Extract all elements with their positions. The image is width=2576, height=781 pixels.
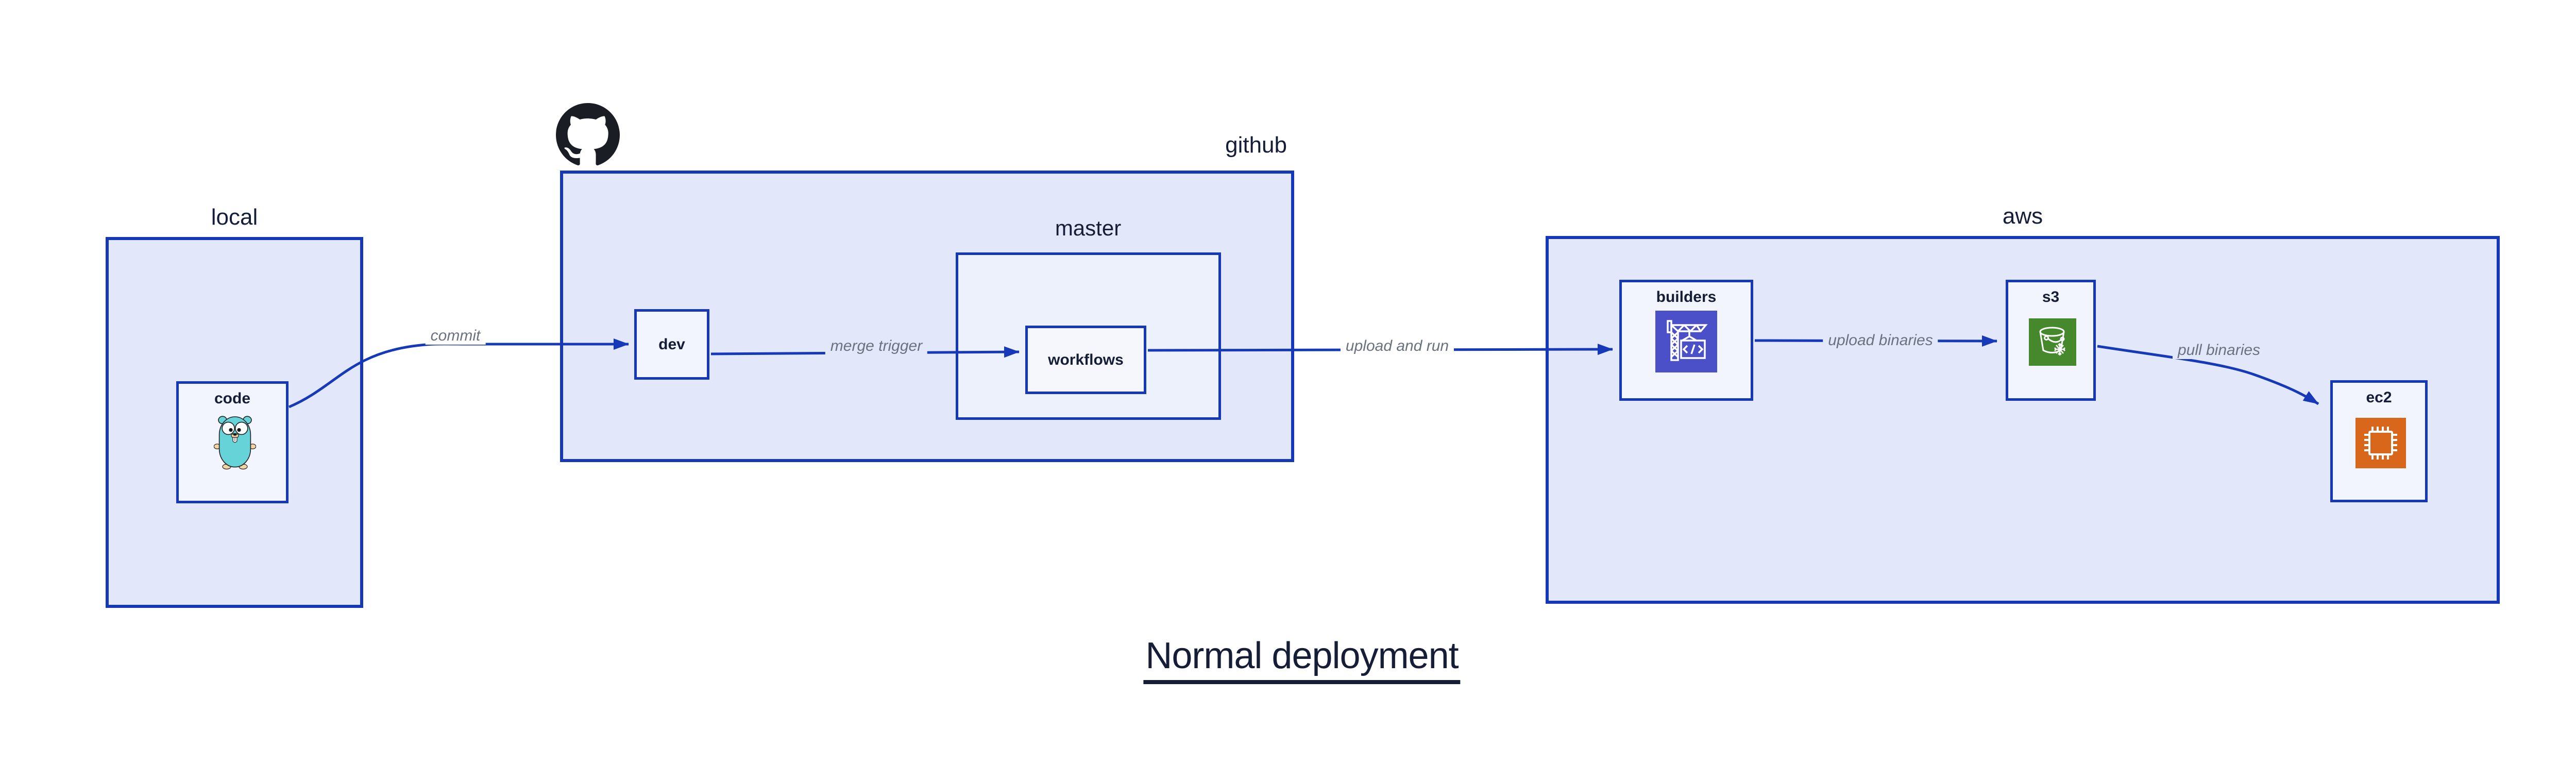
- ec2-node: ec2: [2330, 380, 2428, 502]
- code-node: code: [176, 381, 289, 503]
- aws-container-title: aws: [2002, 203, 2043, 229]
- codebuild-crane-icon: [1655, 311, 1717, 372]
- ec2-node-label: ec2: [2366, 389, 2392, 406]
- master-container-title: master: [1055, 216, 1122, 240]
- diagram-title: Normal deployment: [1143, 635, 1461, 684]
- edge-label-upload-binaries: upload binaries: [1823, 332, 1938, 349]
- edge-label-pull-binaries: pull binaries: [2172, 342, 2266, 359]
- workflows-node: workflows: [1025, 326, 1146, 394]
- s3-glacier-bucket-icon: [2029, 318, 2076, 366]
- workflows-node-label: workflows: [1048, 351, 1124, 368]
- go-gopher-icon: [214, 416, 256, 470]
- dev-node-label: dev: [658, 335, 685, 353]
- edge-label-commit: commit: [425, 327, 486, 345]
- dev-node: dev: [634, 309, 709, 380]
- edge-label-upload-and-run: upload and run: [1340, 337, 1454, 355]
- s3-node: s3: [2006, 280, 2096, 401]
- local-container-title: local: [211, 205, 258, 230]
- s3-node-label: s3: [2042, 288, 2060, 305]
- builders-node-label: builders: [1656, 288, 1717, 305]
- builders-node: builders: [1619, 280, 1753, 401]
- github-container-title: github: [1225, 132, 1287, 158]
- code-node-label: code: [214, 390, 251, 407]
- edge-label-merge-trigger: merge trigger: [825, 337, 928, 355]
- github-octocat-logo-icon: [556, 103, 620, 165]
- ec2-chip-icon: [2355, 418, 2406, 468]
